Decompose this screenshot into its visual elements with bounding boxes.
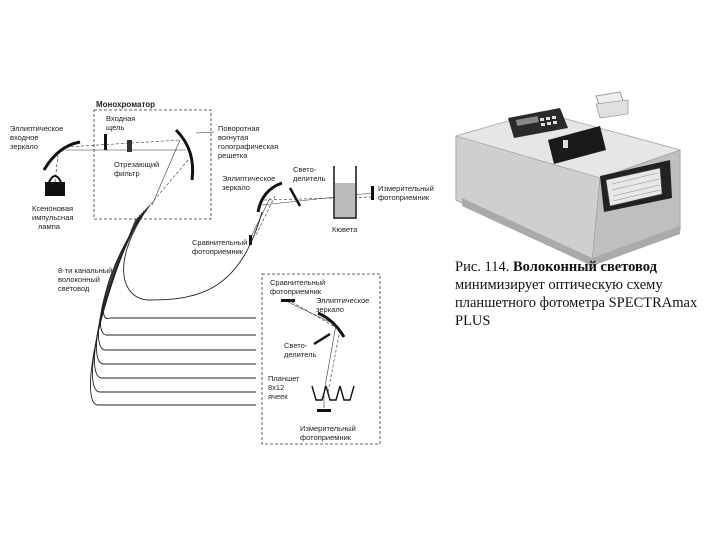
figure-caption: Рис. 114. Волоконный световод минимизиру… xyxy=(455,258,710,330)
plate-label: Планшет 8x12 ячеек xyxy=(268,374,300,401)
svg-text:делитель: делитель xyxy=(284,350,317,359)
measuring-photoreceiver-2-label: Измерительный фотоприемник xyxy=(300,424,356,442)
svg-text:Свето-: Свето- xyxy=(293,165,317,174)
svg-text:световод: световод xyxy=(58,284,90,293)
svg-text:волоконный: волоконный xyxy=(58,275,100,284)
svg-text:Измерительный: Измерительный xyxy=(300,424,356,433)
svg-text:фотоприемник: фотоприемник xyxy=(300,433,352,442)
device-photo xyxy=(456,92,680,266)
rotating-grating-label: Поворотная вогнутая голографическая реше… xyxy=(218,124,278,160)
svg-text:импульсная: импульсная xyxy=(32,213,73,222)
svg-text:Сравнительный: Сравнительный xyxy=(192,238,247,247)
svg-text:Эллиптическое: Эллиптическое xyxy=(10,124,63,133)
measuring-photoreceiver-1-label: Измерительный фотоприемник xyxy=(378,184,434,202)
svg-text:Эллиптическое: Эллиптическое xyxy=(316,296,369,305)
entrance-slit-label: Входная щель xyxy=(106,114,135,132)
measuring-photoreceiver-2 xyxy=(317,409,331,412)
svg-text:Планшет: Планшет xyxy=(268,374,300,383)
reference-photoreceiver-2-label: Сравнительный фотоприемник xyxy=(270,278,325,296)
svg-text:голографическая: голографическая xyxy=(218,142,278,151)
svg-text:вогнутая: вогнутая xyxy=(218,133,248,142)
svg-text:решетка: решетка xyxy=(218,151,248,160)
caption-prefix: Рис. 114. xyxy=(455,259,513,275)
cuvette-icon xyxy=(334,166,356,218)
svg-text:Входная: Входная xyxy=(106,114,135,123)
svg-text:8x12: 8x12 xyxy=(268,383,284,392)
svg-text:фильтр: фильтр xyxy=(114,169,140,178)
svg-text:Свето-: Свето- xyxy=(284,341,308,350)
beam-splitter-1-label: Свето- делитель xyxy=(293,165,326,183)
elliptic-mirror-2-label: Эллиптическое зеркало xyxy=(316,296,369,314)
svg-text:входное: входное xyxy=(10,133,39,142)
beam-splitter-2-label: Свето- делитель xyxy=(284,341,317,359)
reference-photoreceiver-2 xyxy=(281,299,295,302)
svg-text:лампа: лампа xyxy=(38,222,61,231)
xenon-lamp-label: Ксеноновая импульсная лампа xyxy=(32,204,73,231)
elliptic-mirror-1-label: Эллиптическое зеркало xyxy=(222,174,275,192)
elliptic-input-mirror xyxy=(44,142,80,170)
reference-photoreceiver-1-label: Сравнительный фотоприемник xyxy=(192,238,247,256)
svg-text:зеркало: зеркало xyxy=(222,183,250,192)
svg-text:зеркало: зеркало xyxy=(316,305,344,314)
svg-text:Отрезающий: Отрезающий xyxy=(114,160,159,169)
svg-text:щель: щель xyxy=(106,123,124,132)
svg-text:зеркало: зеркало xyxy=(10,142,38,151)
svg-text:Ксеноновая: Ксеноновая xyxy=(32,204,73,213)
svg-text:фотоприемник: фотоприемник xyxy=(378,193,430,202)
fiber-bundle xyxy=(90,205,262,405)
svg-text:Поворотная: Поворотная xyxy=(218,124,260,133)
svg-text:делитель: делитель xyxy=(293,174,326,183)
rotating-grating xyxy=(176,130,193,180)
svg-text:фотоприемник: фотоприемник xyxy=(192,247,244,256)
cutoff-filter-label: Отрезающий фильтр xyxy=(114,160,159,178)
svg-text:Эллиптическое: Эллиптическое xyxy=(222,174,275,183)
caption-bold: Волоконный световод xyxy=(513,259,657,275)
svg-text:Измерительный: Измерительный xyxy=(378,184,434,193)
svg-text:фотоприемник: фотоприемник xyxy=(270,287,322,296)
elliptic-input-mirror-label: Эллиптическое входное зеркало xyxy=(10,124,63,151)
monochromator-title: Монохроматор xyxy=(96,100,155,109)
measuring-photoreceiver-1 xyxy=(371,186,374,200)
svg-text:ячеек: ячеек xyxy=(268,392,288,401)
beam-splitter-2 xyxy=(314,334,330,344)
elliptic-mirror-1 xyxy=(258,183,282,212)
svg-text:8-ти канальный: 8-ти канальный xyxy=(58,266,112,275)
caption-rest: минимизирует оптическую схему планшетног… xyxy=(455,277,697,329)
plate-wells xyxy=(312,386,354,400)
fiber-8ch-label: 8-ти канальный волоконный световод xyxy=(58,266,112,293)
beam-splitter-1 xyxy=(290,188,300,206)
cuvette-label: Кювета xyxy=(332,225,358,234)
entrance-slit xyxy=(104,134,107,150)
svg-text:Сравнительный: Сравнительный xyxy=(270,278,325,287)
